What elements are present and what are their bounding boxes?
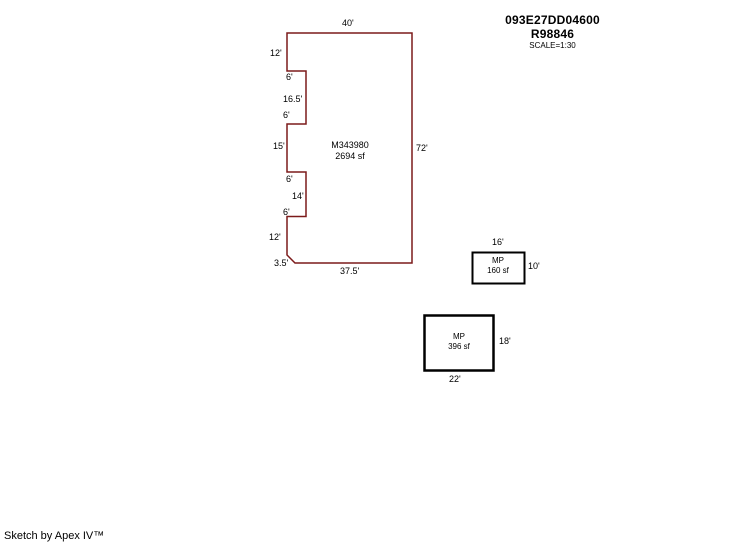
- mp-small-dim-height: 10': [528, 261, 540, 271]
- mp-small-outline: [471, 251, 526, 285]
- dim-left-5: 15': [273, 141, 285, 151]
- dim-left-2: 6': [286, 72, 293, 82]
- dim-right: 72': [416, 143, 428, 153]
- mp-small-label: MP 160 sf: [472, 256, 524, 276]
- mp-large-label: MP 396 sf: [424, 332, 494, 352]
- mp-large-dim-height: 18': [499, 336, 511, 346]
- main-building-outline: [286, 32, 413, 264]
- dim-left-8: 6': [283, 207, 290, 217]
- dim-left-4: 6': [283, 110, 290, 120]
- main-building-area: 2694 sf: [335, 151, 365, 161]
- dim-left-10: 3.5': [274, 258, 289, 268]
- dim-left-6: 6': [286, 174, 293, 184]
- dim-left-3: 16.5': [283, 94, 303, 104]
- mp-large-area: 396 sf: [448, 342, 470, 351]
- main-building-label: M343980 2694 sf: [310, 140, 390, 162]
- mp-large-outline: [423, 314, 495, 372]
- scale-note: SCALE=1:30: [529, 41, 576, 50]
- mp-small-area: 160 sf: [487, 266, 509, 275]
- sketch-credit: Sketch by Apex IV™: [4, 530, 105, 542]
- dim-left-7: 14': [292, 191, 304, 201]
- account-number: R98846: [530, 27, 575, 41]
- mp-small-name: MP: [492, 256, 504, 265]
- dim-left-9: 12': [269, 232, 281, 242]
- mp-large-dim-width: 22': [449, 374, 461, 384]
- dim-bottom: 37.5': [340, 266, 360, 276]
- parcel-id: 093E27DD04600: [505, 13, 600, 27]
- sketch-header: 093E27DD04600 R98846 SCALE=1:30: [480, 13, 625, 51]
- mp-small-dim-width: 16': [492, 237, 504, 247]
- dim-top: 40': [342, 18, 354, 28]
- mp-large-name: MP: [453, 332, 465, 341]
- dim-left-1: 12': [270, 48, 282, 58]
- main-building-name: M343980: [331, 140, 369, 150]
